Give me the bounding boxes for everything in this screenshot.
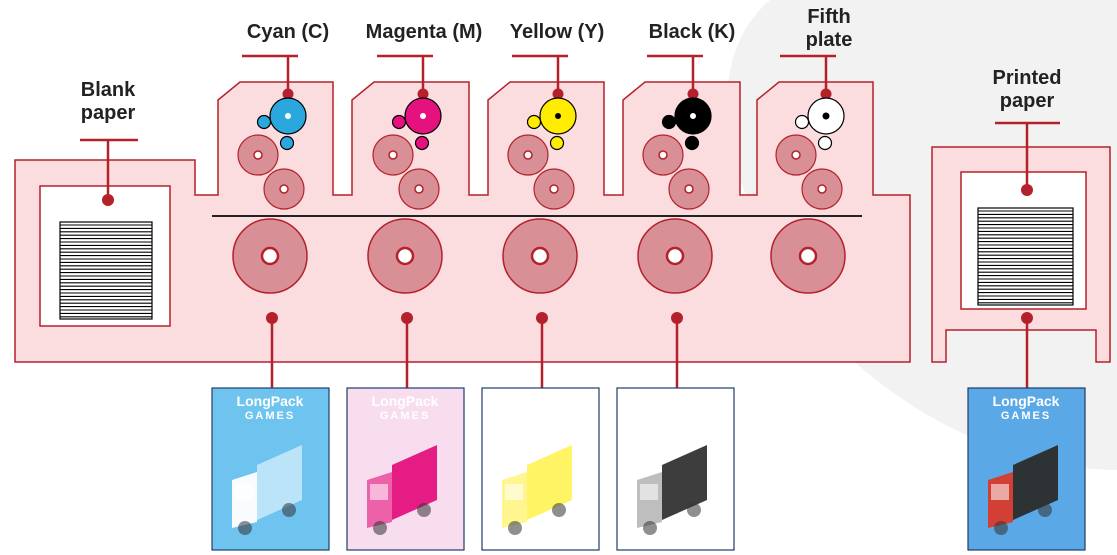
magenta-truck-window (370, 484, 388, 500)
print-unit-yellow (502, 54, 578, 294)
magenta-truck-wheel (373, 521, 387, 535)
cyan-card-brand-line1: LongPack (237, 393, 304, 409)
yellow-ink-small-roller (549, 135, 565, 151)
printed-card-brand-line1: LongPack (993, 393, 1060, 409)
fifth-plate-label-line2: plate (806, 29, 853, 51)
printed-card-brand-line2: GAMES (1001, 410, 1051, 422)
black-output-card (616, 312, 735, 551)
black-card-dot (671, 312, 683, 324)
black-ink-small-roller (661, 114, 677, 130)
cyan-impression-cylinder-hub (260, 246, 280, 266)
black-truck-wheel (687, 503, 701, 517)
fifth-blanket-cylinder-hub (817, 184, 827, 194)
magenta-impression-cylinder-hub (395, 246, 415, 266)
blank-paper-stack (60, 224, 152, 318)
printed-paper-label-line1: Printed (993, 67, 1062, 89)
cyan-label-dot (282, 88, 294, 100)
yellow-label: Yellow (Y) (510, 21, 604, 43)
fifth-impression-cylinder-hub (798, 246, 818, 266)
yellow-truck-box (527, 445, 572, 520)
cyan-ink-small-roller (279, 135, 295, 151)
cyan-truck-window (235, 484, 253, 500)
black-label: Black (K) (649, 21, 736, 43)
yellow-truck-wheel (508, 521, 522, 535)
yellow-blanket-cylinder-hub (549, 184, 559, 194)
black-plate-cylinder-hub (658, 150, 668, 160)
printed-truck-wheel (1038, 503, 1052, 517)
magenta-blanket-cylinder-hub (414, 184, 424, 194)
printed-paper-label-line2: paper (1000, 90, 1055, 112)
fifth-plate-label-line1: Fifth (807, 6, 850, 28)
fifth-plate-cylinder-hub (791, 150, 801, 160)
magenta-label: Magenta (M) (366, 21, 483, 43)
printed-paper-stack-frame (977, 207, 1074, 306)
magenta-card-brand-line2: GAMES (380, 410, 430, 422)
printed-truck-wheel (994, 521, 1008, 535)
black-truck-wheel (643, 521, 657, 535)
cyan-truck-box (257, 445, 302, 520)
cyan-blanket-cylinder-hub (279, 184, 289, 194)
blank-paper-stack-frame (59, 221, 153, 320)
cyan-plate-cylinder-hub (253, 150, 263, 160)
magenta-ink-small-roller (391, 114, 407, 130)
print-unit-magenta (367, 54, 443, 294)
yellow-output-card (481, 312, 600, 551)
printed-paper-stack (978, 210, 1073, 304)
print-unit-black (637, 54, 713, 294)
print-unit-fifth (770, 54, 846, 294)
yellow-impression-cylinder-hub (530, 246, 550, 266)
blank-paper-label-line2: paper (81, 102, 136, 124)
cyan-label: Cyan (C) (247, 21, 329, 43)
cyan-truck-wheel (238, 521, 252, 535)
cyan-card-dot (266, 312, 278, 324)
fifth-ink-roller-hub (822, 112, 830, 120)
printed-card-dot (1021, 312, 1033, 324)
black-ink-roller-hub (690, 113, 696, 119)
black-impression-cylinder-hub (665, 246, 685, 266)
black-truck-box (662, 445, 707, 520)
yellow-ink-roller-hub (555, 113, 561, 119)
printed-truck-window (991, 484, 1009, 500)
black-label-dot (687, 88, 699, 100)
print-unit-cyan (232, 54, 308, 294)
yellow-truck-window (505, 484, 523, 500)
blank-paper-label-line1: Blank (81, 79, 136, 101)
black-ink-small-roller (684, 135, 700, 151)
black-card (616, 387, 735, 551)
cyan-ink-small-roller (256, 114, 272, 130)
magenta-ink-roller-hub (420, 113, 426, 119)
yellow-label-dot (552, 88, 564, 100)
yellow-plate-cylinder-hub (523, 150, 533, 160)
yellow-ink-small-roller (526, 114, 542, 130)
black-truck-window (640, 484, 658, 500)
cyan-card-brand-line2: GAMES (245, 410, 295, 422)
cyan-truck-wheel (282, 503, 296, 517)
printed-truck-box (1013, 445, 1058, 520)
magenta-truck-wheel (417, 503, 431, 517)
cyan-ink-roller-hub (285, 113, 291, 119)
fifth-label-dot (820, 88, 832, 100)
fifth-ink-small-roller (817, 135, 833, 151)
fifth-ink-small-roller (794, 114, 810, 130)
magenta-ink-small-roller (414, 135, 430, 151)
yellow-card-dot (536, 312, 548, 324)
black-blanket-cylinder-hub (684, 184, 694, 194)
yellow-truck-wheel (552, 503, 566, 517)
magenta-card-dot (401, 312, 413, 324)
magenta-card-brand-line1: LongPack (372, 393, 439, 409)
magenta-plate-cylinder-hub (388, 150, 398, 160)
magenta-label-dot (417, 88, 429, 100)
magenta-truck-box (392, 445, 437, 520)
